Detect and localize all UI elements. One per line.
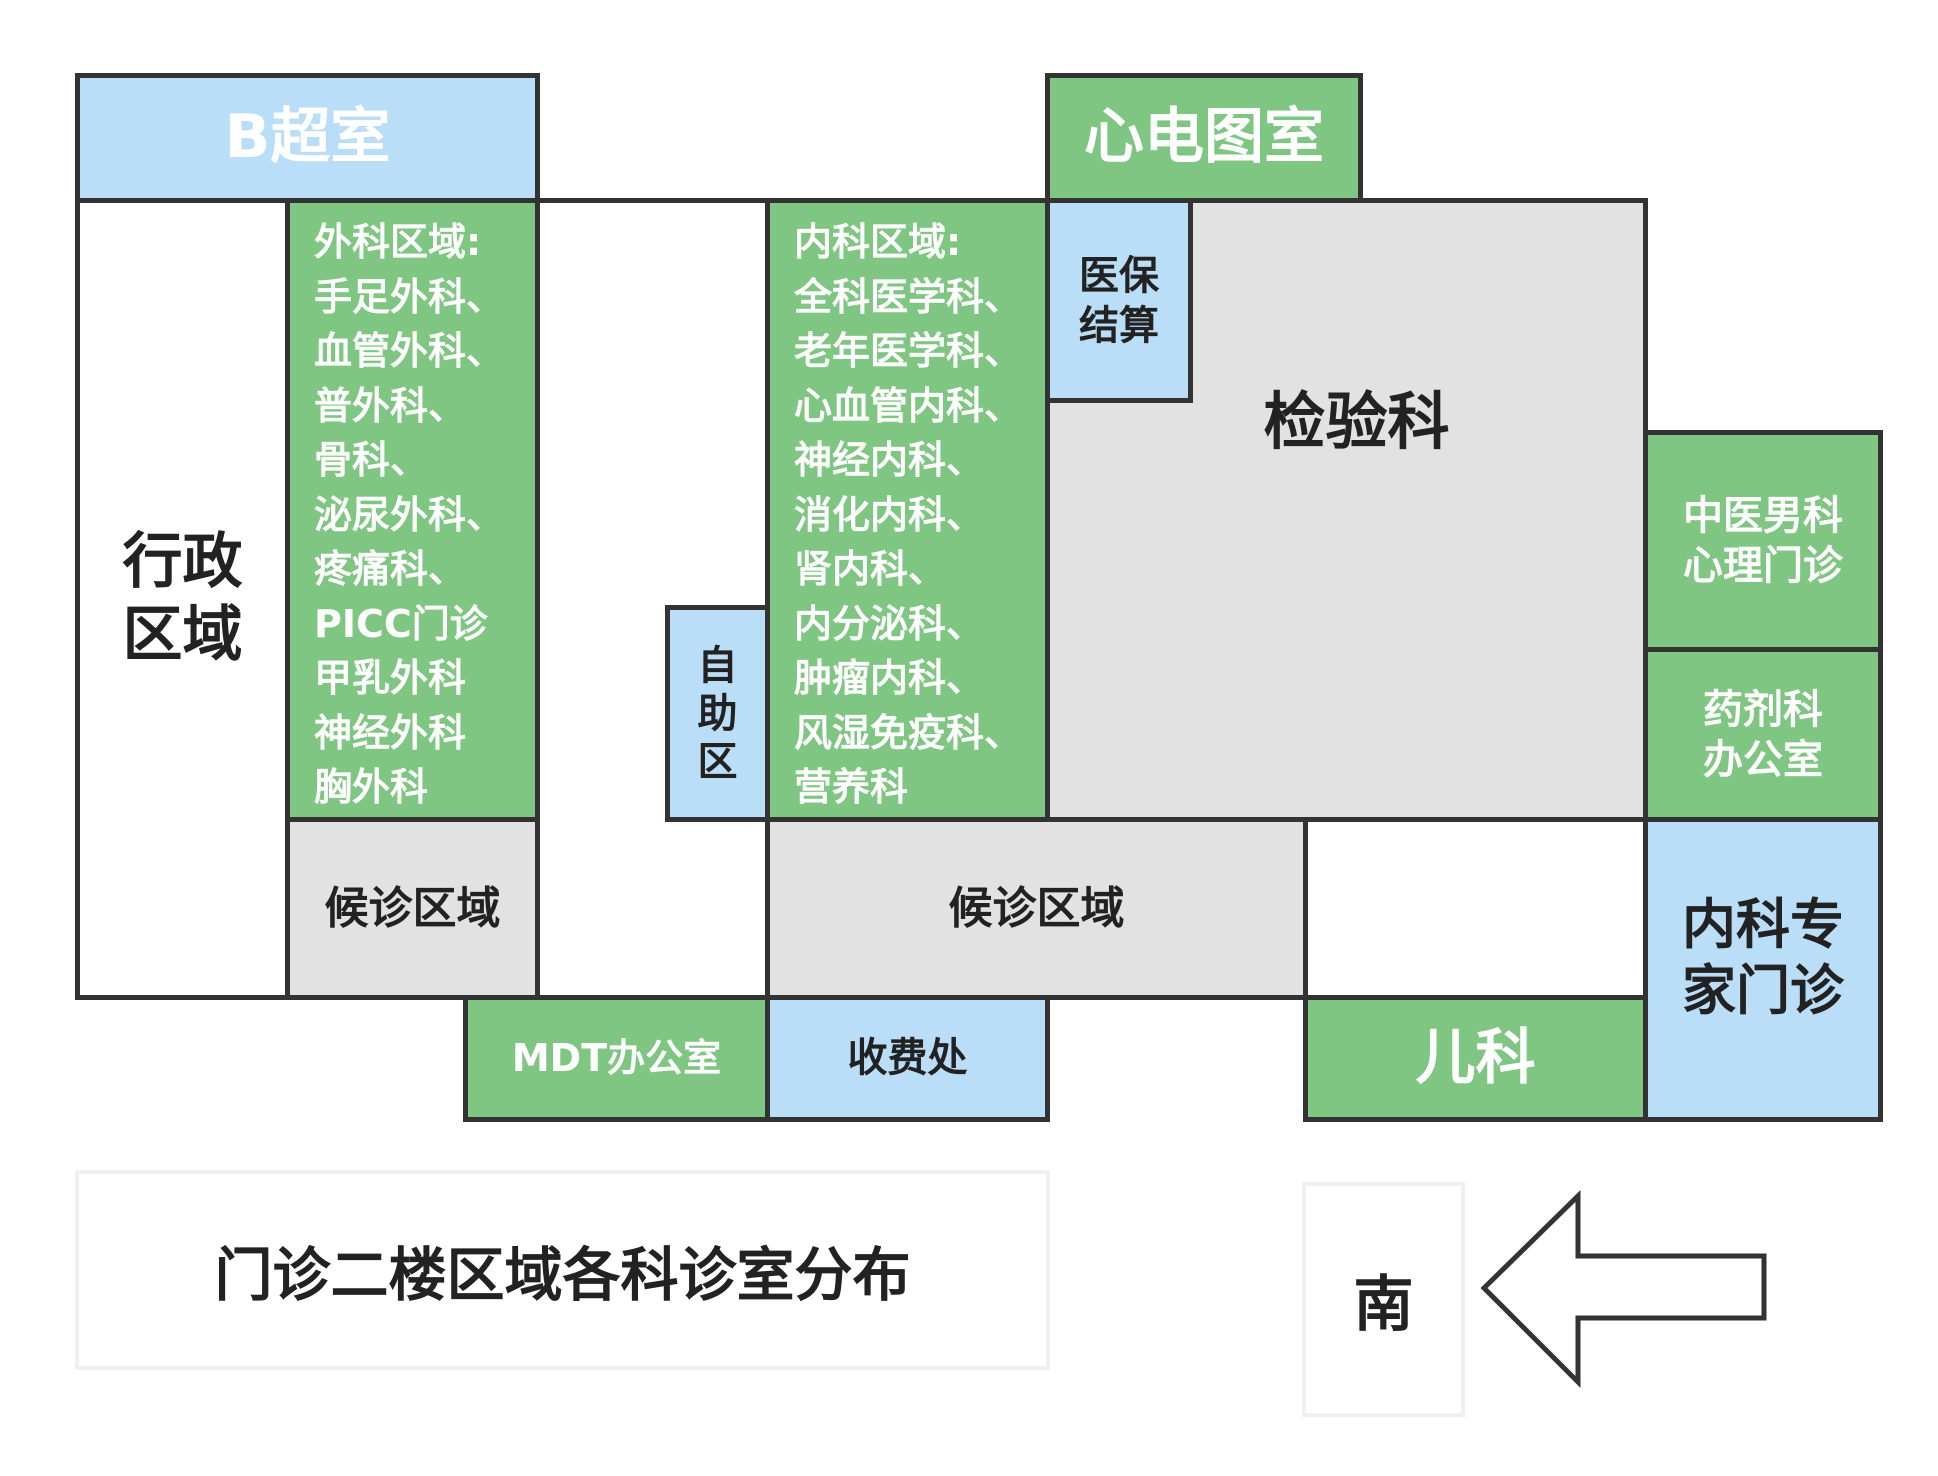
pediatrics-label: 儿科 [1415, 1022, 1536, 1093]
tcm-psychology-clinic: 中医男科 心理门诊 [1643, 430, 1883, 652]
internal-item: 肾内科、 [794, 547, 947, 591]
b-ultrasound-label: B超室 [224, 102, 391, 173]
internal-item: 老年医学科、 [794, 329, 1023, 373]
internal-item: 心血管内科、 [794, 383, 1023, 428]
map-title: 门诊二楼区域各科诊室分布 [214, 1241, 911, 1309]
insurance-settlement-room: 医保 结算 [1045, 198, 1193, 403]
pediatrics-room: 儿科 [1303, 995, 1648, 1122]
internal-item: 肿瘤内科、 [794, 656, 985, 700]
direction-arrow-icon [1480, 1190, 1767, 1389]
cashier-room: 收费处 [765, 995, 1050, 1122]
internal-medicine-area: 内科区域: 全科医学科、 老年医学科、 心血管内科、 神经内科、 消化内科、 肾… [765, 198, 1050, 822]
cashier-label: 收费处 [847, 1035, 968, 1082]
surgery-item: 神经外科 [314, 710, 467, 755]
mdt-office-label: MDT办公室 [511, 1036, 722, 1081]
mdt-office: MDT办公室 [463, 995, 770, 1122]
direction-box: 南 [1302, 1182, 1465, 1417]
surgery-title: 外科区域: [314, 220, 482, 264]
laboratory-label: 检验科 [1263, 385, 1450, 459]
surgery-item: 疼痛科、 [314, 547, 467, 591]
internal-title: 内科区域: [794, 220, 962, 264]
internal-expert-clinic: 内科专 家门诊 [1643, 817, 1883, 1122]
internal-item: 神经内科、 [794, 438, 985, 482]
waiting-area-left: 候诊区域 [285, 817, 540, 1000]
internal-item: 消化内科、 [794, 492, 985, 537]
internal-expert-label: 内科专 家门诊 [1682, 892, 1844, 1022]
surgery-item: 普外科、 [314, 383, 467, 428]
self-service-label: 自 助 区 [697, 642, 738, 785]
open-area [1303, 817, 1648, 1000]
surgery-item: 手足外科、 [314, 274, 505, 319]
internal-item: 全科医学科、 [794, 274, 1023, 319]
internal-item: 风湿免疫科、 [794, 710, 1023, 755]
direction-arrow-shape [1480, 1190, 1767, 1389]
surgery-item: 甲乳外科 [314, 656, 467, 700]
surgery-item: 胸外科 [314, 765, 429, 809]
surgery-item: PICC门诊 [314, 601, 488, 646]
map-title-box: 门诊二楼区域各科诊室分布 [75, 1170, 1050, 1370]
corridor [535, 198, 770, 1000]
direction-label: 南 [1353, 1270, 1414, 1340]
admin-area: 行政 区域 [75, 198, 290, 1000]
ecg-label: 心电图室 [1084, 102, 1324, 173]
waiting-area-center: 候诊区域 [765, 817, 1308, 1000]
self-service-area: 自 助 区 [665, 605, 770, 822]
tcm-psychology-label: 中医男科 心理门诊 [1683, 493, 1843, 589]
ecg-room: 心电图室 [1045, 73, 1363, 203]
waiting-area-left-label: 候诊区域 [324, 882, 501, 934]
admin-label: 行政 区域 [122, 526, 243, 670]
internal-item: 内分泌科、 [794, 601, 985, 646]
surgery-item: 血管外科、 [314, 329, 505, 373]
waiting-area-center-label: 候诊区域 [948, 882, 1125, 934]
pharmacy-office: 药剂科 办公室 [1643, 647, 1883, 822]
surgery-item: 骨科、 [314, 438, 429, 482]
insurance-settlement-label: 医保 结算 [1079, 252, 1159, 349]
pharmacy-office-label: 药剂科 办公室 [1703, 686, 1823, 783]
surgery-area: 外科区域: 手足外科、 血管外科、 普外科、 骨科、 泌尿外科、 疼痛科、 PI… [285, 198, 540, 822]
internal-item: 营养科 [794, 765, 909, 809]
surgery-item: 泌尿外科、 [314, 492, 505, 537]
b-ultrasound-room: B超室 [75, 73, 540, 203]
